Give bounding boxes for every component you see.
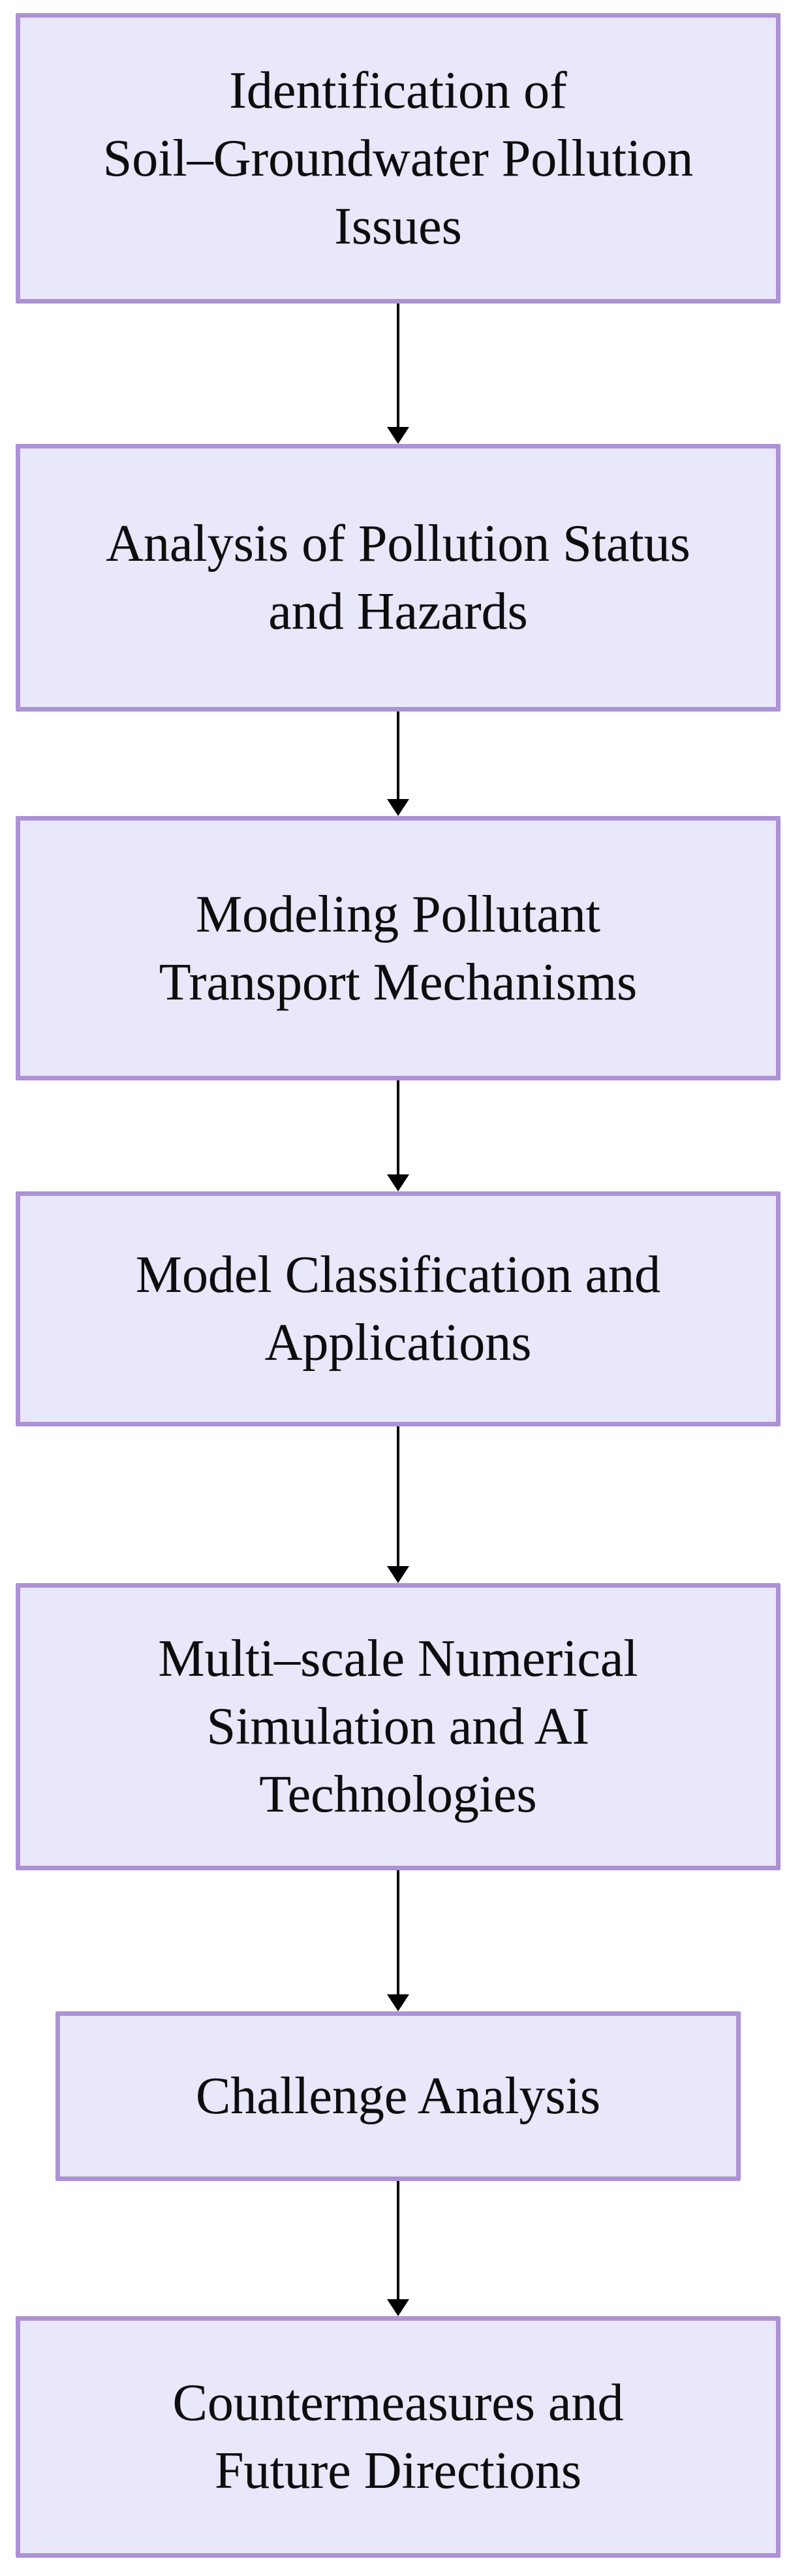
flow-node-transport-modeling: Modeling Pollutant Transport Mechanisms (16, 816, 781, 1080)
flow-node-simulation-ai: Multi–scale Numerical Simulation and AI … (16, 1583, 781, 1870)
flow-arrow-2 (387, 712, 409, 816)
flow-arrow-1 (387, 304, 409, 444)
label-line: Model Classification and (135, 1246, 661, 1304)
arrow-line (397, 1080, 399, 1177)
flow-arrow-3 (387, 1080, 409, 1191)
label-line: Identification of (229, 61, 567, 119)
label-line: Analysis of Pollution Status (106, 515, 690, 573)
flow-node-model-classification: Model Classification and Applications (16, 1191, 781, 1426)
label-line: Modeling Pollutant (195, 885, 600, 943)
flow-node-pollution-analysis: Analysis of Pollution Status and Hazards (16, 444, 781, 712)
arrow-down-icon (387, 1174, 409, 1191)
label-line: Multi–scale Numerical (158, 1630, 638, 1688)
label-line: Future Directions (214, 2442, 582, 2500)
label-line: Applications (264, 1314, 532, 1372)
label-line: Challenge Analysis (196, 2067, 600, 2125)
arrow-down-icon (387, 1994, 409, 2011)
label-line: Issues (334, 197, 462, 255)
arrow-down-icon (387, 799, 409, 816)
flow-arrow-4 (387, 1426, 409, 1583)
flow-node-countermeasures: Countermeasures and Future Directions (16, 2316, 781, 2558)
flow-node-identification-label: Identification of Soil–Groundwater Pollu… (103, 57, 693, 260)
flow-arrow-5 (387, 1870, 409, 2011)
flow-node-pollution-analysis-label: Analysis of Pollution Status and Hazards (106, 510, 690, 646)
label-line: Technologies (259, 1766, 537, 1823)
arrow-down-icon (387, 2299, 409, 2316)
arrow-line (397, 1426, 399, 1569)
label-line: and Hazards (268, 583, 528, 640)
arrow-line (397, 304, 399, 430)
arrow-line (397, 712, 399, 802)
label-line: Simulation and AI (206, 1698, 590, 1755)
flow-node-countermeasures-label: Countermeasures and Future Directions (173, 2369, 624, 2505)
label-line: Countermeasures and (172, 2374, 624, 2432)
flow-node-model-classification-label: Model Classification and Applications (136, 1241, 660, 1377)
flow-node-challenge-analysis-label: Challenge Analysis (196, 2062, 600, 2130)
flow-node-simulation-ai-label: Multi–scale Numerical Simulation and AI … (158, 1625, 638, 1829)
flow-arrow-6 (387, 2181, 409, 2316)
label-line: Soil–Groundwater Pollution (102, 129, 694, 187)
flow-node-identification: Identification of Soil–Groundwater Pollu… (16, 13, 781, 304)
arrow-line (397, 1870, 399, 1997)
arrow-line (397, 2181, 399, 2302)
flow-node-challenge-analysis: Challenge Analysis (55, 2011, 741, 2181)
arrow-down-icon (387, 427, 409, 444)
arrow-down-icon (387, 1566, 409, 1583)
label-line: Transport Mechanisms (159, 953, 638, 1011)
flow-node-transport-modeling-label: Modeling Pollutant Transport Mechanisms (159, 881, 638, 1016)
